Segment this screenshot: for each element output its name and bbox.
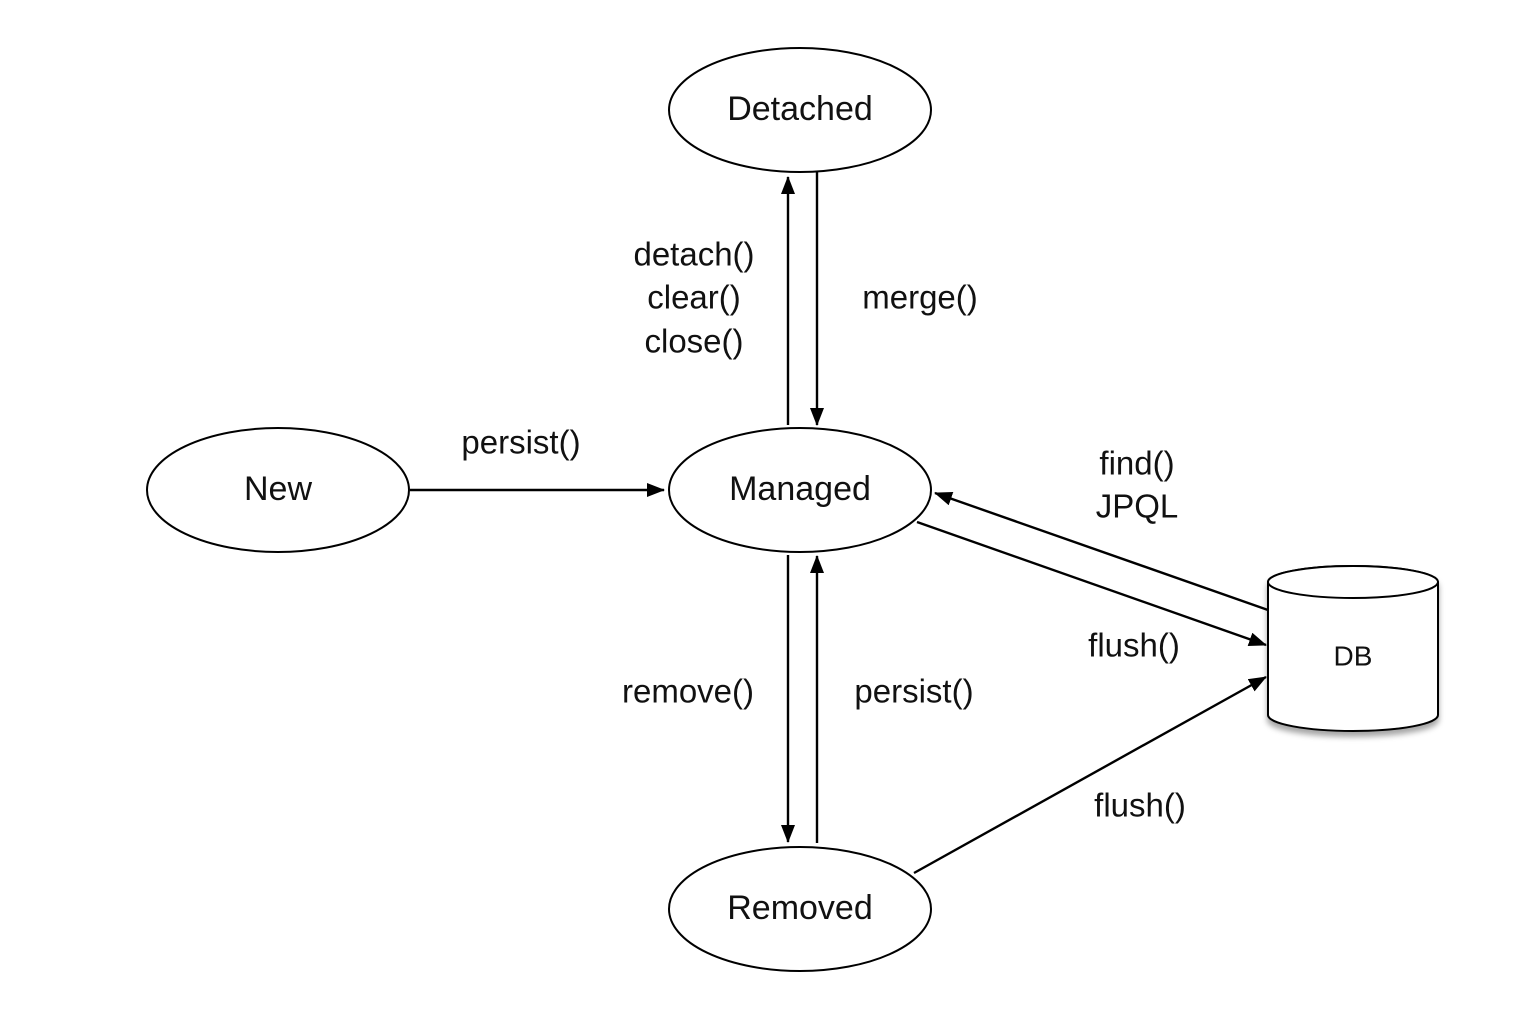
clear-label: clear() xyxy=(647,279,741,316)
state-removed-shape xyxy=(668,846,932,972)
state-removed-label: Removed xyxy=(727,889,873,927)
state-detached-shape xyxy=(668,47,932,173)
database-node: DB xyxy=(1267,565,1439,732)
close-label: close() xyxy=(644,323,743,360)
state-managed-shape xyxy=(668,427,932,553)
database-cylinder-top xyxy=(1267,565,1439,599)
removed-flush-label: flush() xyxy=(1094,787,1186,824)
edge-db-to-managed xyxy=(934,491,1269,612)
edge-removed-to-db xyxy=(913,675,1267,875)
state-new: New xyxy=(146,427,410,553)
detach-label: detach() xyxy=(633,236,754,273)
state-detached: Detached xyxy=(668,47,932,173)
edge-managed-to-db xyxy=(916,520,1267,647)
merge-label: merge() xyxy=(862,279,978,316)
state-removed: Removed xyxy=(668,846,932,972)
state-detached-label: Detached xyxy=(727,90,873,128)
remove-label: remove() xyxy=(622,673,754,710)
state-new-shape xyxy=(146,427,410,553)
find-label: find() xyxy=(1099,445,1174,482)
state-managed-label: Managed xyxy=(729,470,871,508)
state-managed: Managed xyxy=(668,427,932,553)
state-new-label: New xyxy=(244,470,312,508)
removed-persist-label: persist() xyxy=(854,673,973,710)
jpql-label: JPQL xyxy=(1096,488,1179,525)
new-persist-label: persist() xyxy=(461,424,580,461)
managed-flush-label: flush() xyxy=(1088,627,1180,664)
database-label: DB xyxy=(1334,640,1373,671)
